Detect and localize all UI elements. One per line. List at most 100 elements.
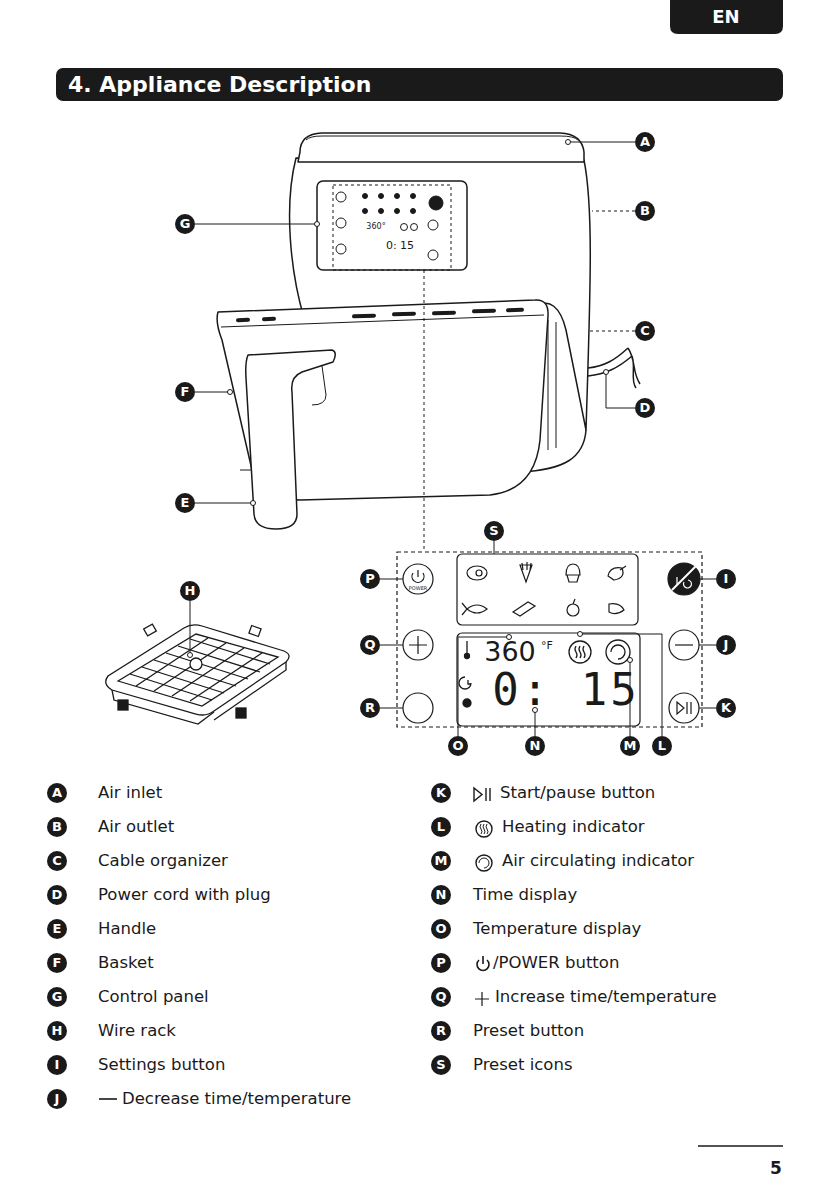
leader-lines-part (588, 331, 635, 332)
callout-letter: N (525, 736, 545, 756)
wire-rack-part (118, 634, 278, 706)
callout-letter: J (716, 635, 736, 655)
preset-icons-part (513, 602, 535, 616)
leader-lines (188, 140, 717, 737)
small-control-panel-part (395, 194, 400, 199)
enlarged-control-panel-part (672, 566, 696, 590)
enlarged-control-panel-part (397, 552, 702, 727)
callout-letter: C (47, 851, 67, 871)
list-icons-part (476, 855, 492, 871)
wire-rack-part (130, 639, 270, 700)
small-control-panel-part (428, 220, 438, 230)
display-icons-part (463, 699, 471, 707)
language-tab-part (670, 0, 783, 34)
callout-letter: S (431, 1055, 451, 1075)
wire-rack-part (190, 658, 202, 670)
preset-icons-part (566, 564, 580, 582)
display-text: °F (541, 640, 553, 651)
part-name: /POWER button (493, 955, 619, 972)
enlarged-control-panel (397, 552, 702, 727)
leader-lines-part (699, 579, 716, 708)
enlarged-control-panel-part (403, 693, 433, 723)
page-rule (698, 1146, 783, 1147)
language-tab (670, 0, 783, 34)
basket-slots-part (352, 314, 376, 319)
callout-letter: M (620, 736, 640, 756)
display-text: 360° (366, 223, 385, 231)
callout-letter: P (431, 953, 451, 973)
part-name: Air circulating indicator (502, 853, 694, 870)
enlarged-control-panel-part (669, 693, 699, 723)
time-readout: 0: 15 (492, 668, 639, 712)
list-icons-part (479, 858, 489, 868)
callout-letter: Q (360, 635, 380, 655)
list-icons-part (474, 788, 490, 801)
language-tag: EN (712, 8, 739, 26)
leader-lines-part (570, 142, 635, 143)
air-fryer-part (298, 133, 584, 162)
enlarged-control-panel-part (457, 554, 638, 625)
callout-letter: D (635, 398, 655, 418)
enlarged-control-panel-part (677, 577, 691, 588)
callout-letter: A (635, 132, 655, 152)
small-control-panel-part (411, 194, 416, 199)
leader-lines-part (195, 392, 228, 393)
part-name: Decrease time/temperature (122, 1091, 351, 1108)
section-title: 4. Appliance Description (68, 74, 371, 96)
enlarged-control-panel-part (412, 570, 424, 582)
display-icons-part (466, 641, 467, 654)
wire-rack-part (136, 638, 262, 701)
list-icons-part (477, 956, 489, 970)
basket-slots (236, 308, 524, 323)
callout-letter: Q (431, 987, 451, 1007)
preset-icons-part (573, 599, 575, 604)
callout-letter: K (716, 698, 736, 718)
leader-lines-part (578, 632, 583, 637)
basket-slots-part (262, 317, 276, 321)
title-band (56, 68, 783, 101)
small-control-panel-part (395, 209, 400, 214)
small-control-panel-part (424, 270, 425, 552)
preset-icons-part (609, 604, 624, 614)
part-name: Increase time/temperature (495, 989, 717, 1006)
callout-letter: F (175, 382, 195, 402)
part-name: Wire rack (98, 1023, 176, 1040)
part-name: Control panel (98, 989, 209, 1006)
callout-letter: H (47, 1021, 67, 1041)
wire-rack-part (249, 626, 261, 637)
display-icons-part (459, 677, 471, 689)
air-fryer-part (317, 181, 467, 270)
air-fryer-part (240, 470, 252, 471)
leader-lines-part (380, 579, 403, 708)
basket-slots-part (236, 318, 250, 322)
display-icons-part (465, 654, 470, 659)
callout-letter: H (180, 581, 200, 601)
small-control-panel (333, 185, 451, 552)
display-icons-part (569, 641, 591, 663)
callout-letter: M (431, 851, 451, 871)
list-icons-part (99, 1098, 117, 1100)
air-fryer-part (221, 315, 544, 327)
wire-rack-part (106, 625, 289, 715)
preset-icons (462, 562, 626, 616)
enlarged-control-panel-part (668, 563, 700, 595)
preset-icons-part (520, 562, 532, 582)
wire-rack (106, 624, 289, 724)
small-control-panel-part (379, 209, 384, 214)
leader-lines-part (606, 374, 635, 408)
part-name: Handle (98, 921, 156, 938)
callout-letter: G (175, 214, 195, 234)
callout-letter: P (360, 569, 380, 589)
leader-lines-part (592, 211, 635, 212)
preset-icons-part (462, 603, 487, 615)
list-icons-part (475, 992, 489, 1006)
air-fryer-part (312, 366, 326, 405)
enlarged-control-panel-part (677, 702, 691, 714)
small-control-panel-part (336, 244, 346, 254)
air-fryer-part (548, 320, 556, 450)
part-name: Temperature display (473, 921, 641, 938)
air-fryer (217, 133, 590, 529)
callout-letter: L (652, 736, 672, 756)
page-number: 5 (770, 1160, 782, 1177)
